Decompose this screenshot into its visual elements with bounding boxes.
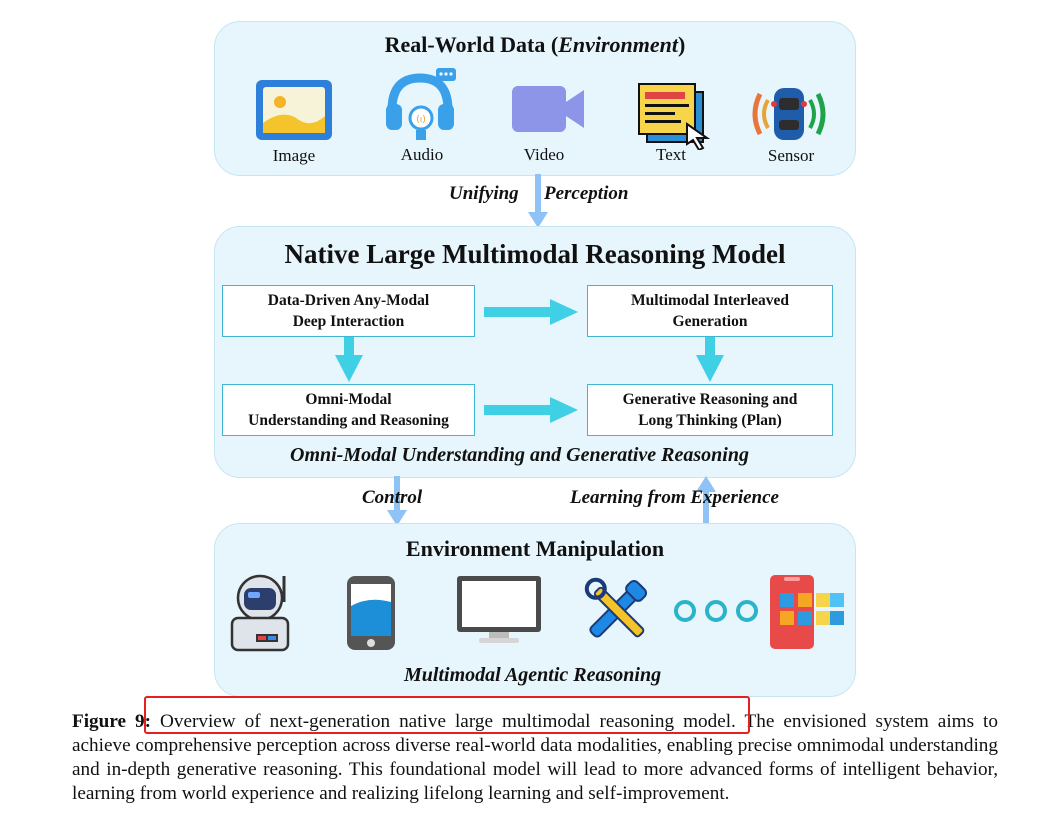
text-label: Text — [656, 145, 686, 164]
video-label: Video — [523, 145, 565, 164]
text-document-icon — [638, 83, 711, 150]
arrow-right-top — [484, 299, 578, 325]
learning-label: Learning from Experience — [570, 487, 779, 508]
reasoning-model-title: Native Large Multimodal Reasoning Model — [284, 239, 786, 269]
app-grid-icon — [770, 575, 844, 649]
agentic-reasoning-subtitle: Multimodal Agentic Reasoning — [404, 664, 662, 686]
figure-label: Figure 9 — [72, 711, 145, 732]
arrow-down-right — [696, 337, 724, 382]
monitor-icon — [457, 576, 541, 643]
svg-text:(ı): (ı) — [416, 115, 426, 125]
perception-arrow — [528, 174, 548, 228]
caption-highlighted-text: Overview of next-generation native large… — [151, 711, 732, 732]
caption-body-text: . The envisioned system aims to achieve … — [72, 711, 998, 804]
video-camera-icon — [512, 86, 584, 132]
control-arrow — [387, 476, 407, 526]
headphones-icon: (ı) — [386, 68, 456, 140]
circles-icon — [674, 600, 758, 622]
sensor-label: Sensor — [767, 146, 815, 165]
reasoning-model-panel: Native Large Multimodal Reasoning Model — [214, 226, 856, 478]
omni-modal-subtitle: Omni-Modal Understanding and Generative … — [290, 444, 749, 466]
smartphone-icon — [347, 576, 395, 650]
figure-caption: Figure 9: Overview of next-generation na… — [72, 711, 998, 804]
learning-arrow — [696, 476, 716, 526]
tools-icon — [584, 577, 648, 638]
image-icon — [256, 80, 332, 140]
arrow-down-left — [335, 337, 363, 382]
unifying-label: Unifying — [449, 183, 519, 204]
robot-icon — [230, 574, 290, 652]
highlight-box — [144, 696, 750, 734]
audio-label: Audio — [400, 145, 444, 164]
arrow-right-bottom — [484, 397, 578, 423]
real-world-data-title: Real-World Data (Environment) — [384, 32, 686, 57]
car-sensor-icon — [752, 88, 826, 140]
perception-label: Perception — [544, 183, 629, 204]
environment-manipulation-title: Environment Manipulation — [405, 536, 665, 561]
image-label: Image — [272, 146, 316, 165]
control-label: Control — [362, 487, 423, 508]
